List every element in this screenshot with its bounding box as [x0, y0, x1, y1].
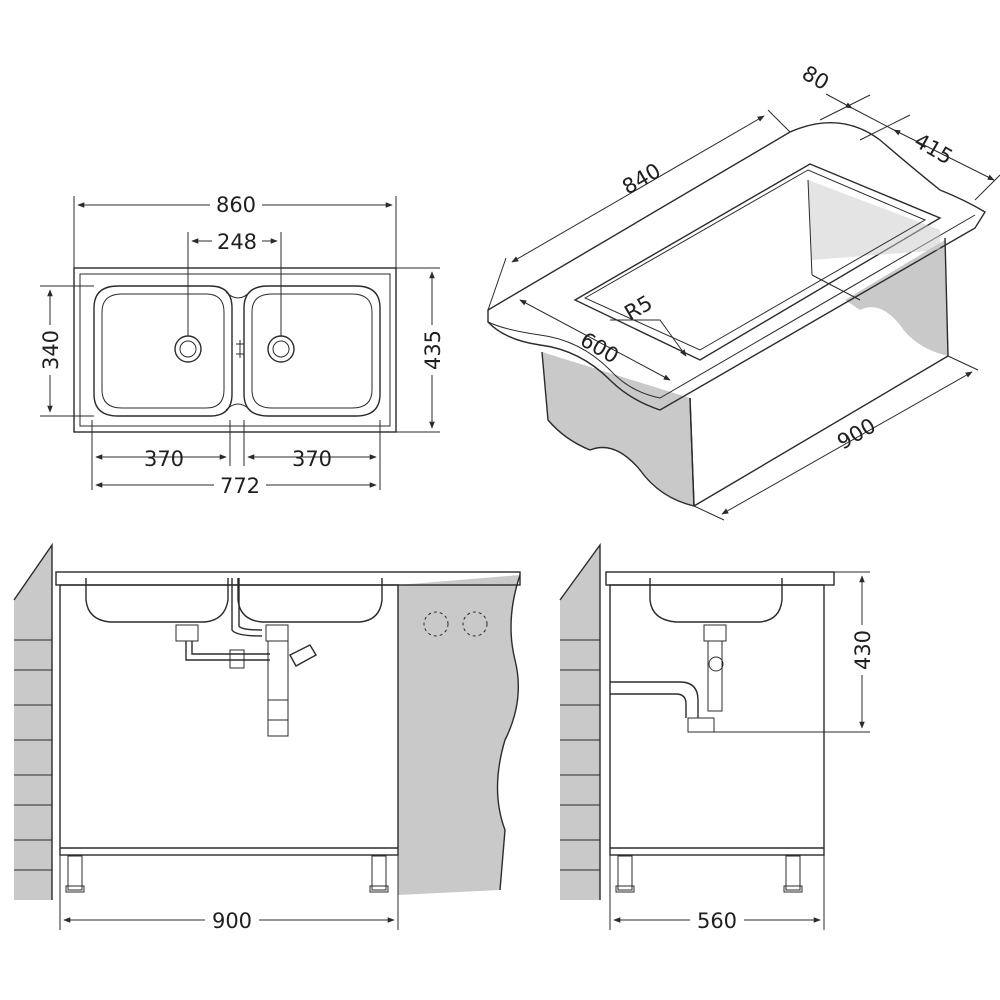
right-bowl [243, 285, 381, 417]
front-install-view: 900 [13, 542, 521, 933]
dim-772-label: 772 [220, 474, 260, 498]
right-drain [267, 335, 295, 363]
dim-340-label: 340 [39, 330, 63, 370]
dim-900-front-label: 900 [212, 909, 252, 933]
front-cabinet [59, 584, 399, 856]
dim-370-right-label: 370 [292, 447, 332, 471]
cabinet-isometric-view: 840 80 415 R5 600 900 [487, 61, 1000, 521]
left-bowl [93, 285, 233, 417]
sink-outline [73, 267, 397, 433]
side-cabinet [609, 584, 825, 856]
dim-840-label: 840 [618, 159, 665, 200]
side-countertop [605, 571, 835, 586]
left-drain [174, 335, 202, 363]
dim-860-label: 860 [216, 193, 256, 217]
dim-80-label: 80 [798, 61, 833, 95]
dim-430-label: 430 [851, 630, 875, 670]
dim-248-label: 248 [217, 230, 257, 254]
dim-415-label: 415 [910, 129, 957, 170]
side-install-view: 430 560 [559, 542, 875, 933]
dim-370-left-label: 370 [144, 447, 184, 471]
dim-435-label: 435 [421, 330, 445, 370]
dim-560-label: 560 [697, 909, 737, 933]
top-view: 860 248 340 435 370 370 772 [38, 193, 445, 498]
